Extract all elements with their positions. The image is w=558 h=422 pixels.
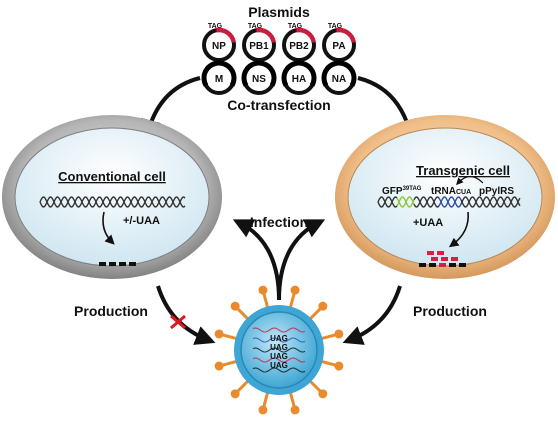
tag-label: TAG: [288, 23, 303, 30]
plasmid-label: PB1: [249, 41, 269, 52]
truncated-protein: [99, 262, 136, 266]
plasmid-label: HA: [292, 74, 306, 85]
arrow-production-success: [342, 285, 402, 345]
trna-gene-label: tRNACUA: [431, 186, 471, 197]
production-label-right: Production: [413, 303, 487, 319]
plasmid-set: TAG NP TAG PB1 TAG PB2 TAG PA M NS HA NA: [201, 23, 357, 95]
uag-codon-label: UAG: [270, 343, 288, 352]
plasmid-label: NS: [252, 74, 266, 85]
plasmid-m: M: [201, 60, 237, 95]
virus-spike: [230, 301, 249, 320]
virus-spike: [309, 380, 328, 399]
plasmid-ns: NS: [241, 60, 277, 95]
conventional-condition: +/-UAA: [123, 215, 160, 227]
virus-spike: [258, 392, 270, 415]
plasmid-label: PB2: [289, 41, 309, 52]
transgenic-condition: +UAA: [413, 217, 443, 229]
arrow-production-failed: [156, 285, 216, 345]
pylrs-gene-label: pPylRS: [479, 186, 514, 197]
virus-spike: [321, 359, 344, 371]
plasmid-na: NA: [321, 60, 357, 95]
plasmid-pb2: TAG PB2: [282, 23, 316, 62]
virus-spike: [321, 329, 344, 341]
infection-arrows: [232, 219, 326, 301]
production-label-left: Production: [74, 303, 148, 319]
virus-spike: [288, 392, 300, 415]
conventional-cell-title: Conventional cell: [58, 169, 166, 184]
expression-arrow-transgenic: [448, 211, 469, 248]
blocked-x-icon: [170, 314, 186, 330]
virus-spike: [230, 380, 249, 399]
tag-label: TAG: [248, 23, 263, 30]
plasmid-pa: TAG PA: [322, 23, 356, 62]
plasmids-title: Plasmids: [248, 4, 310, 20]
uag-codon-label: UAG: [270, 361, 288, 370]
plasmid-label: NA: [332, 74, 346, 85]
plasmid-label: M: [215, 74, 223, 85]
expression-arrow: [102, 211, 115, 245]
virus-spike: [214, 329, 237, 341]
virus-spike: [214, 359, 237, 371]
uag-codon-label: UAG: [270, 334, 288, 343]
tag-label: TAG: [208, 23, 223, 30]
plasmid-np: TAG NP: [202, 23, 236, 62]
virus-spikes: [214, 285, 344, 415]
tag-label: TAG: [328, 23, 343, 30]
transgenic-cell: Transgenic cell GFP39TAG tRNACUA pPylRS …: [335, 115, 555, 279]
cotransfection-label: Co-transfection: [227, 97, 330, 113]
transgenic-cell-title: Transgenic cell: [416, 163, 510, 178]
virus-spike: [288, 285, 300, 308]
full-length-protein: [419, 251, 466, 267]
plasmid-label: PA: [332, 41, 345, 52]
dna-helix-transgenic: [377, 196, 521, 208]
dna-helix: [39, 196, 186, 208]
plasmid-pb1: TAG PB1: [242, 23, 276, 62]
plasmid-ha: HA: [281, 60, 317, 95]
virus-spike: [309, 301, 328, 320]
conventional-cell: Conventional cell +/-UAA: [2, 115, 222, 279]
infection-label: Infection: [250, 214, 308, 230]
uag-codon-label: UAG: [270, 352, 288, 361]
virus-spike: [258, 285, 270, 308]
trna-charging-arrow: [456, 175, 484, 186]
gfp-gene-label: GFP39TAG: [382, 186, 422, 197]
plasmid-label: NP: [212, 41, 226, 52]
